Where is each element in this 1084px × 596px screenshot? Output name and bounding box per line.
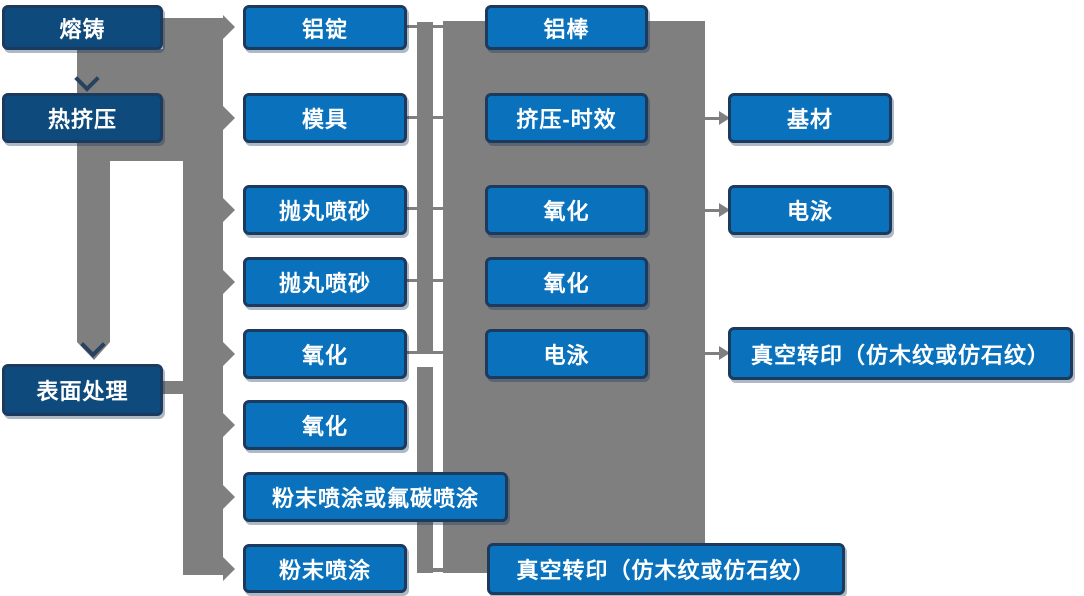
node-aluminum-ingot: 铝锭 (243, 5, 407, 50)
node-powder-or-fluorocarbon-coating: 粉末喷涂或氟碳喷涂 (243, 472, 508, 522)
node-electrophoresis-2: 电泳 (728, 185, 892, 235)
right-arrowhead-icon (719, 111, 730, 125)
flow-bar-mid-lower (417, 367, 433, 573)
node-base-material: 基材 (728, 93, 892, 143)
down-arrowhead-icon (77, 342, 110, 360)
node-melting: 熔铸 (2, 5, 163, 50)
node-oxidation-3: 氧化 (485, 185, 648, 235)
node-powder-coating: 粉末喷涂 (243, 544, 407, 593)
node-oxidation-1: 氧化 (243, 329, 407, 379)
node-shot-blasting-2: 抛丸喷砂 (243, 257, 407, 307)
node-vacuum-transfer-print-right: 真空转印（仿木纹或仿石纹） (728, 327, 1073, 380)
right-arrowhead-icon (223, 413, 235, 437)
flow-band-column2-feeder (183, 161, 223, 575)
flow-bar-mid-upper (417, 22, 433, 352)
flow-stub-surface-treatment (163, 381, 183, 394)
node-surface-treatment: 表面处理 (2, 364, 163, 416)
right-arrowhead-icon (223, 485, 235, 509)
right-arrowhead-icon (719, 203, 730, 217)
right-arrowhead-icon (223, 15, 235, 39)
right-arrowhead-icon (223, 106, 235, 130)
right-arrowhead-icon (223, 557, 235, 581)
node-hot-extrusion: 热挤压 (2, 93, 163, 143)
right-arrowhead-icon (223, 270, 235, 294)
right-arrowhead-icon (719, 346, 730, 360)
flow-blob-top (163, 18, 223, 49)
flow-band-down-to-surface-treatment (77, 161, 110, 342)
node-mold: 模具 (243, 93, 407, 143)
node-oxidation-2: 氧化 (243, 400, 407, 450)
node-shot-blasting-1: 抛丸喷砂 (243, 185, 407, 235)
node-oxidation-4: 氧化 (485, 257, 648, 307)
node-vacuum-transfer-print-bottom: 真空转印（仿木纹或仿石纹） (487, 543, 845, 595)
right-arrowhead-icon (223, 342, 235, 366)
connector-stem (705, 117, 721, 120)
node-electrophoresis-1: 电泳 (485, 329, 648, 379)
connector-stem (705, 352, 721, 355)
connector-stem (705, 209, 721, 212)
right-arrowhead-icon (223, 198, 235, 222)
node-extrusion-aging: 挤压-时效 (485, 93, 648, 143)
node-aluminum-rod: 铝棒 (485, 5, 648, 50)
connector-tick (433, 568, 487, 572)
connector-tick (405, 351, 443, 354)
